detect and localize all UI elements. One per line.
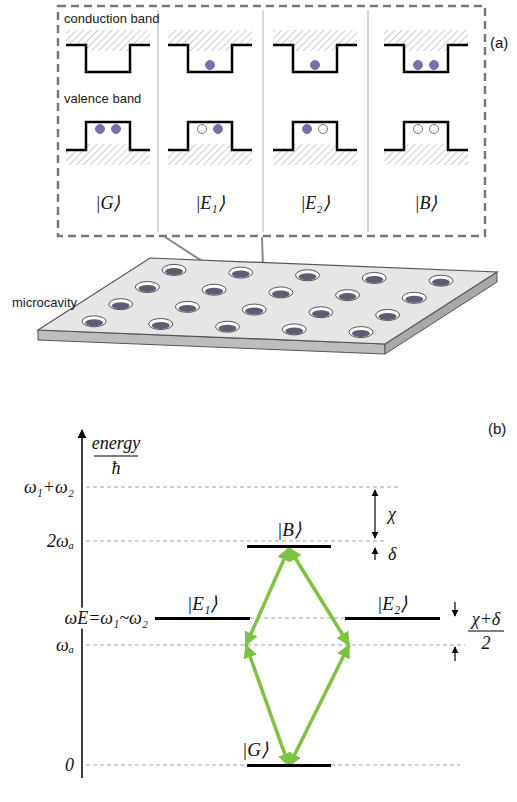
level-bar (345, 617, 440, 620)
panel-frame (58, 6, 485, 236)
band-label: valence band (64, 92, 141, 107)
level-label: ωₐ (54, 635, 76, 656)
gap-arrow (454, 602, 455, 616)
panel-tag: (a) (490, 34, 508, 51)
part-label: microcavity (12, 296, 77, 311)
axis-label: energy (90, 433, 142, 454)
gap-label: 2 (480, 633, 493, 654)
divider (262, 10, 264, 232)
delta-arrow (374, 548, 375, 560)
fraction-bar (468, 630, 504, 631)
level-label: ωE=ω₁~ω₂ (62, 608, 150, 629)
gap-label: δ (386, 544, 398, 565)
energy-axis (81, 430, 83, 778)
gap-label: χ+δ (470, 609, 502, 630)
transition-arrow (289, 548, 349, 645)
chi-arrow (374, 490, 375, 538)
transition-arrow (289, 645, 349, 766)
state-label: |E₂⟩ (298, 193, 331, 214)
divider (367, 10, 369, 232)
level-bar (155, 617, 250, 620)
axis-label: ħ (110, 458, 123, 479)
level-label: 0 (63, 755, 76, 776)
band-label: conduction band (64, 12, 159, 27)
state-label: |E₁⟩ (187, 594, 217, 615)
state-label: |G⟩ (94, 193, 123, 214)
state-label: |E₂⟩ (377, 594, 407, 615)
state-label: |B⟩ (413, 193, 440, 214)
panel-tag: (b) (488, 420, 506, 437)
energy-level: |E₁⟩ (155, 594, 250, 646)
fraction-bar (94, 455, 138, 456)
transition-arrow (246, 548, 289, 645)
energy-level: |E₂⟩ (345, 594, 440, 646)
state-label: |G⟩ (242, 740, 268, 761)
divider (157, 10, 159, 232)
gap-arrow (454, 647, 455, 661)
level-bar (247, 764, 331, 767)
gap-label: χ (386, 504, 398, 525)
energy-level: |G⟩ (238, 740, 338, 768)
level-bar (247, 545, 331, 548)
state-label: |E₁⟩ (193, 193, 226, 214)
level-label: 2ωₐ (45, 531, 76, 552)
level-label: ω₁+ω₂ (22, 477, 76, 498)
slab-top (38, 258, 497, 344)
photonic-holes (82, 264, 453, 337)
state-label: |B⟩ (277, 520, 301, 541)
energy-level: |B⟩ (247, 520, 331, 548)
